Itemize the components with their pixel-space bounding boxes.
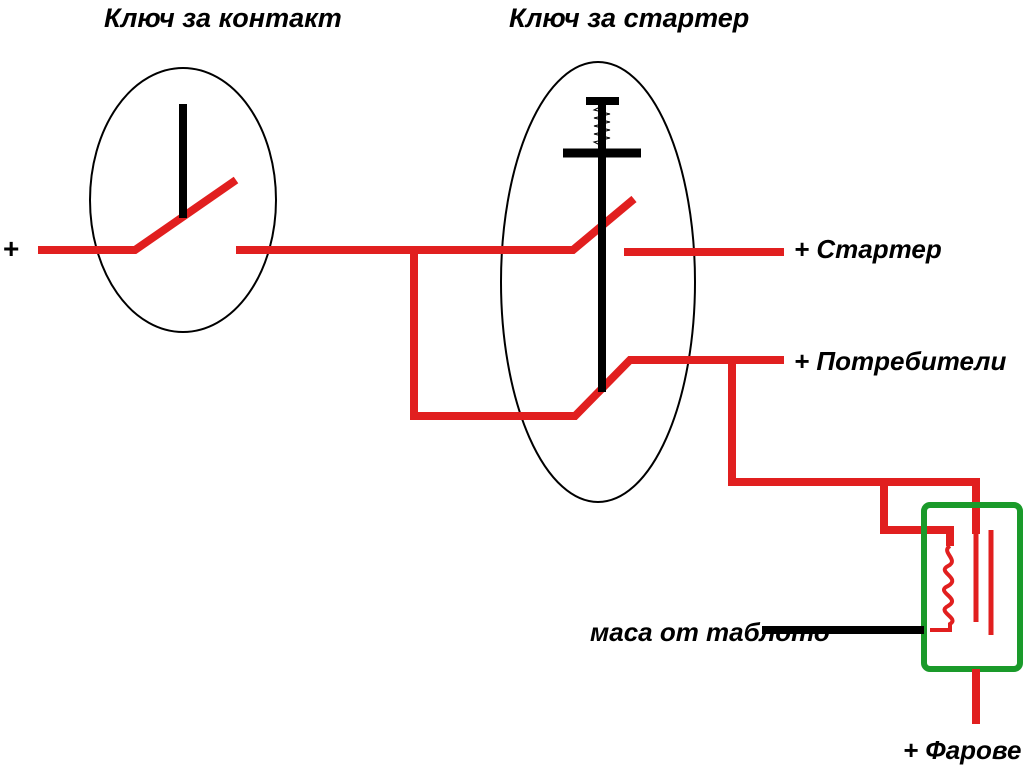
starter-switch xyxy=(410,97,784,420)
consumers-branch-wire xyxy=(410,250,784,420)
plus-input-label: + xyxy=(3,233,19,264)
relay-coil-feed-wire xyxy=(880,482,954,546)
starter-switch-outline xyxy=(500,61,696,503)
starter-key-title: Ключ за стартер xyxy=(509,3,749,33)
consumers-output-label: + Потребители xyxy=(794,346,1006,376)
ignition-switch-outline xyxy=(89,67,277,333)
ignition-key-title: Ключ за контакт xyxy=(104,3,342,33)
ignition-switch xyxy=(38,104,410,254)
starter-upper-contact xyxy=(410,195,637,254)
spring-icon xyxy=(592,105,611,147)
headlights-output-label: + Фарове xyxy=(903,735,1021,765)
starter-output-label: + Стартер xyxy=(794,234,942,264)
relay-coil-icon xyxy=(930,544,955,632)
ignition-switch-contact xyxy=(38,176,239,254)
